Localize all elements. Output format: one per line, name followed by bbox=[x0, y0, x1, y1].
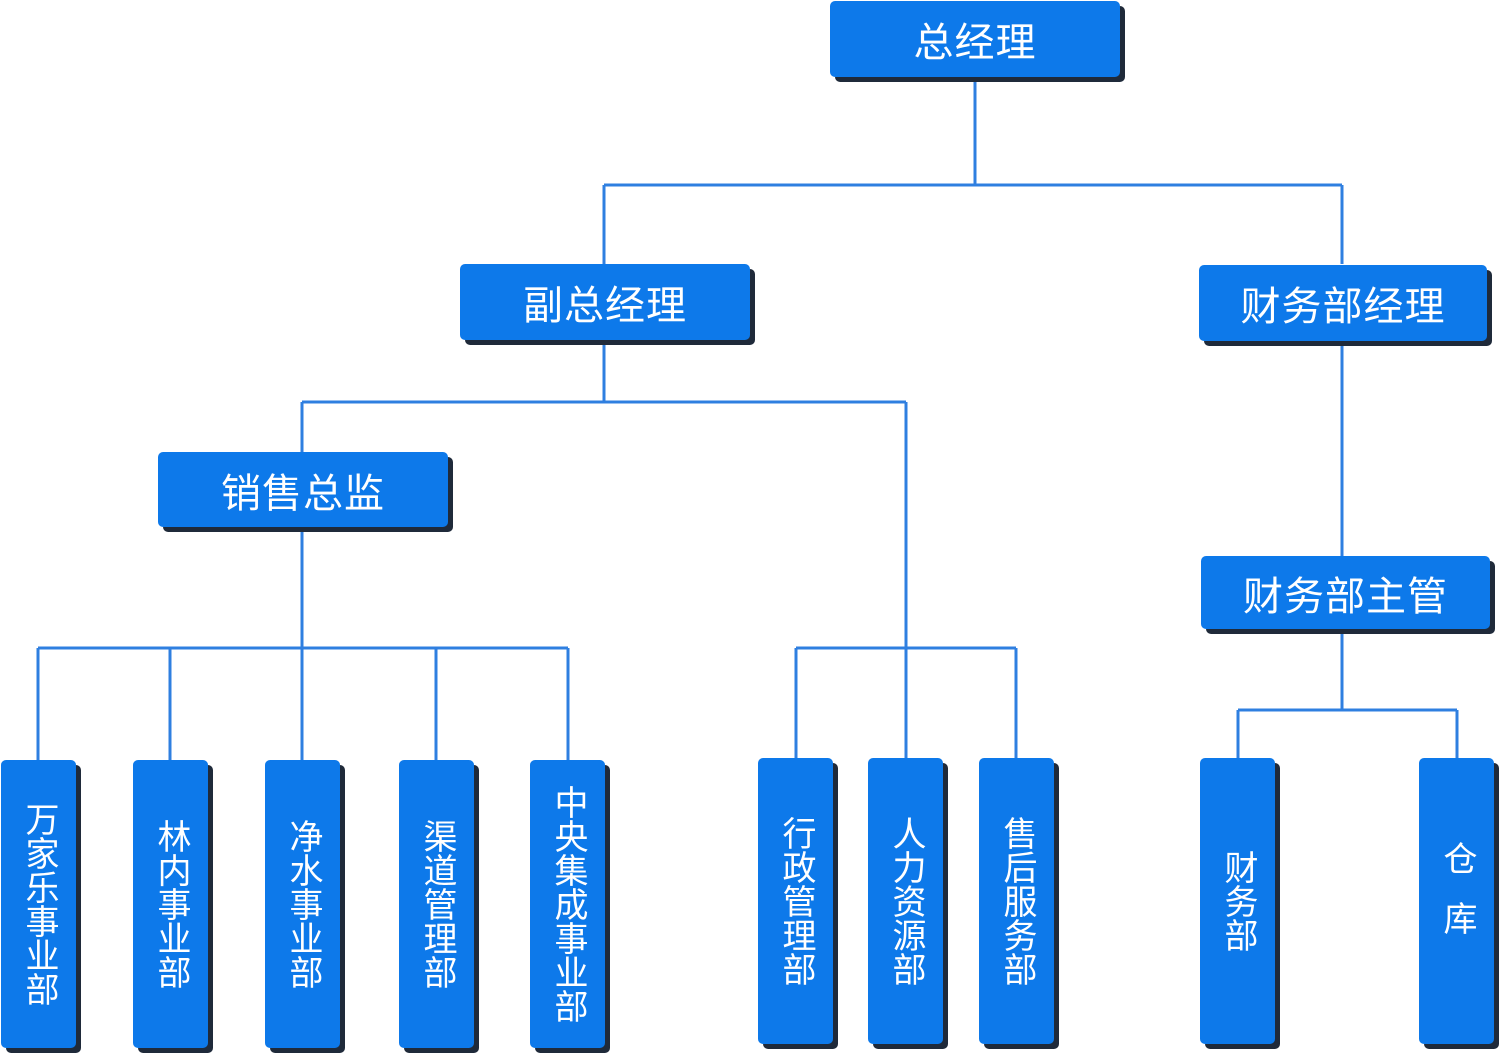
unit-warehouse-label: 仓库 bbox=[1437, 841, 1477, 961]
unit-human-resources-label: 人力资源部 bbox=[886, 816, 926, 986]
unit-administration: 行政管理部 bbox=[758, 758, 833, 1044]
unit-wanjiale: 万家乐事业部 bbox=[1, 760, 76, 1048]
finance-supervisor-label: 财务部主管 bbox=[1243, 573, 1448, 620]
finance-supervisor-box: 财务部主管 bbox=[1201, 556, 1490, 629]
unit-after-sales-label: 售后服务部 bbox=[997, 816, 1037, 986]
unit-after-sales: 售后服务部 bbox=[979, 758, 1054, 1044]
finance-manager-box: 财务部经理 bbox=[1199, 265, 1487, 341]
unit-water-purification: 净水事业部 bbox=[265, 760, 340, 1048]
unit-linnei: 林内事业部 bbox=[133, 760, 208, 1048]
finance-manager-label: 财务部经理 bbox=[1240, 284, 1446, 330]
unit-channel-management: 渠道管理部 bbox=[399, 760, 474, 1048]
unit-water-purification-label: 净水事业部 bbox=[283, 819, 323, 989]
unit-warehouse: 仓库 bbox=[1419, 758, 1494, 1044]
unit-linnei-label: 林内事业部 bbox=[151, 819, 191, 989]
unit-administration-label: 行政管理部 bbox=[776, 816, 816, 986]
sales-director-label: 销售总监 bbox=[221, 470, 385, 517]
deputy-general-manager-label: 副总经理 bbox=[523, 283, 687, 329]
unit-finance: 财务部 bbox=[1200, 758, 1275, 1044]
unit-finance-label: 财务部 bbox=[1218, 850, 1258, 952]
general-manager-label: 总经理 bbox=[913, 20, 1037, 66]
unit-channel-management-label: 渠道管理部 bbox=[417, 819, 457, 989]
sales-director-box: 销售总监 bbox=[158, 452, 448, 527]
unit-central-integration: 中央集成事业部 bbox=[530, 760, 605, 1048]
unit-central-integration-label: 中央集成事业部 bbox=[548, 785, 588, 1023]
unit-human-resources: 人力资源部 bbox=[868, 758, 943, 1044]
deputy-general-manager-box: 副总经理 bbox=[460, 264, 750, 340]
unit-wanjiale-label: 万家乐事业部 bbox=[19, 802, 59, 1006]
general-manager-box: 总经理 bbox=[830, 1, 1120, 77]
